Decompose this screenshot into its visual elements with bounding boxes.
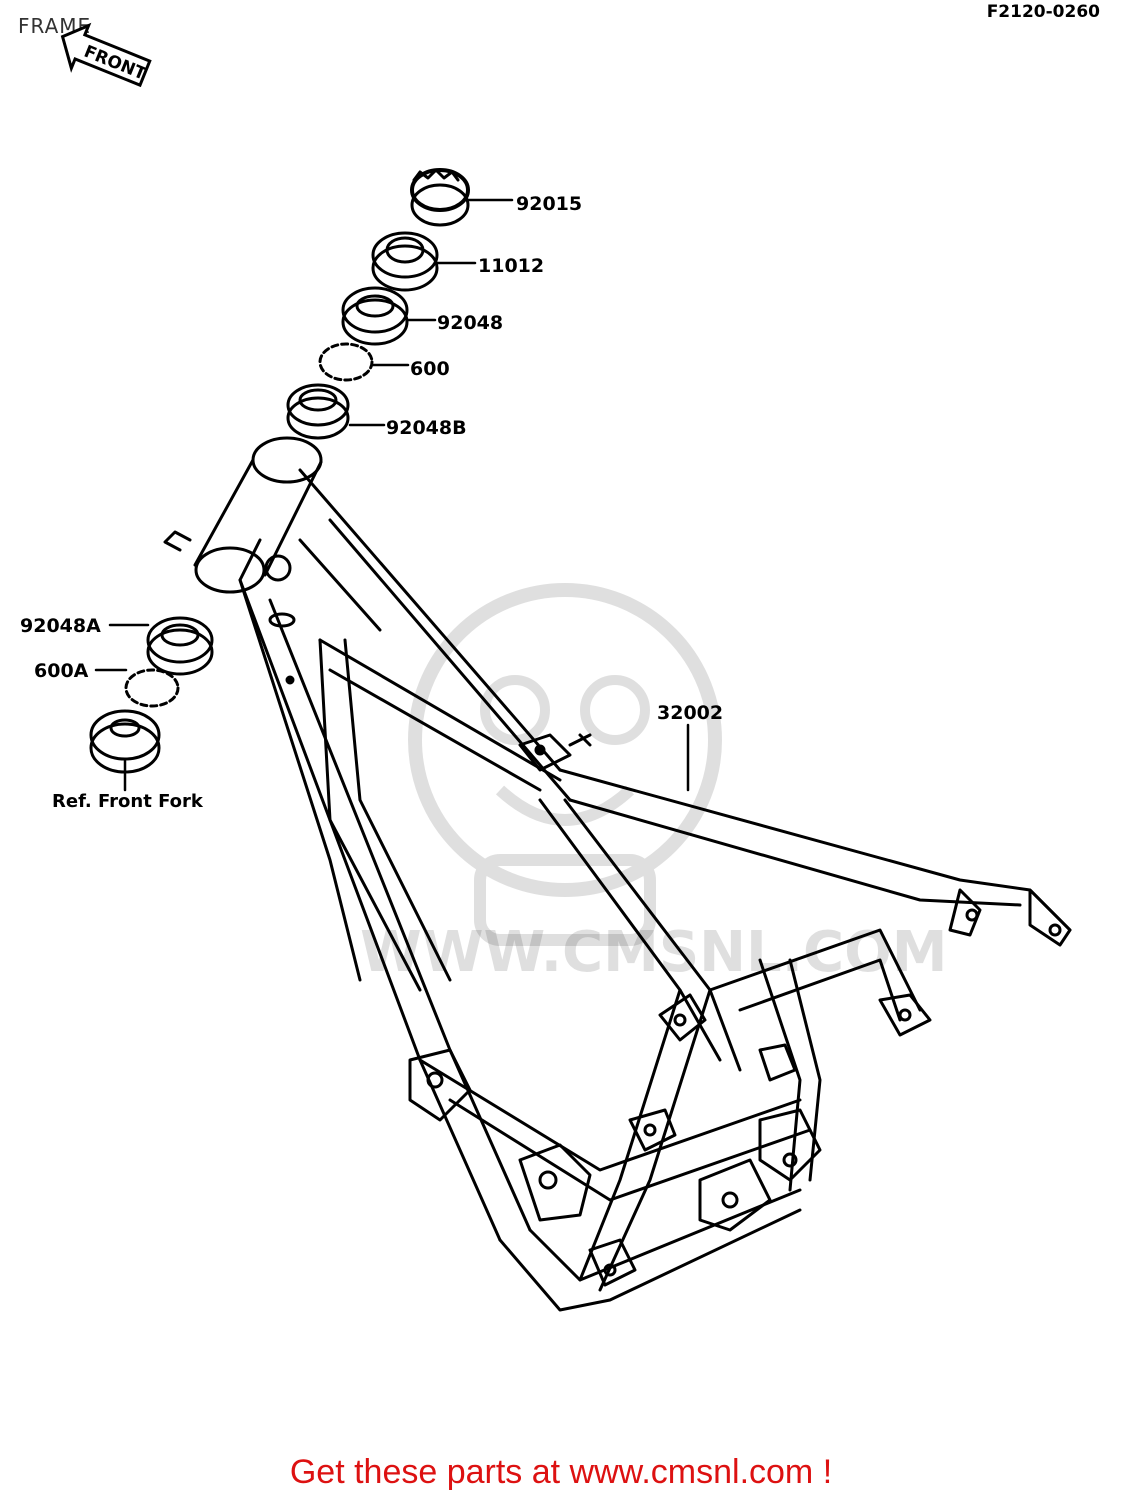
front-direction-badge: FRONT <box>60 22 152 88</box>
frame-32002 <box>163 436 1072 1312</box>
lower-ball-bearing-ring <box>124 668 180 708</box>
part-label-92015: 92015 <box>516 193 583 215</box>
upper-bearing-race <box>341 286 409 346</box>
part-label-92048b: 92048B <box>386 417 467 439</box>
part-label-11012: 11012 <box>478 255 545 277</box>
steering-stem-nut <box>410 168 470 227</box>
ref-front-fork-label: Ref. Front Fork <box>52 791 203 812</box>
lower-bearing-cup <box>146 616 214 676</box>
upper-ball-bearing-ring <box>318 342 374 382</box>
steering-stem-washer <box>371 231 439 292</box>
part-label-92048: 92048 <box>437 312 504 334</box>
part-label-600a: 600A <box>34 660 89 682</box>
upper-bearing-cup <box>286 383 350 440</box>
part-label-92048a: 92048A <box>20 615 101 637</box>
diagram-code: F2120-0260 <box>986 2 1100 22</box>
part-label-600: 600 <box>410 358 450 380</box>
leader-lines <box>94 198 690 792</box>
part-label-32002: 32002 <box>657 702 724 724</box>
footer-cta-link[interactable]: Get these parts at www.cmsnl.com ! <box>289 1453 833 1491</box>
watermark-mascot <box>408 583 722 946</box>
